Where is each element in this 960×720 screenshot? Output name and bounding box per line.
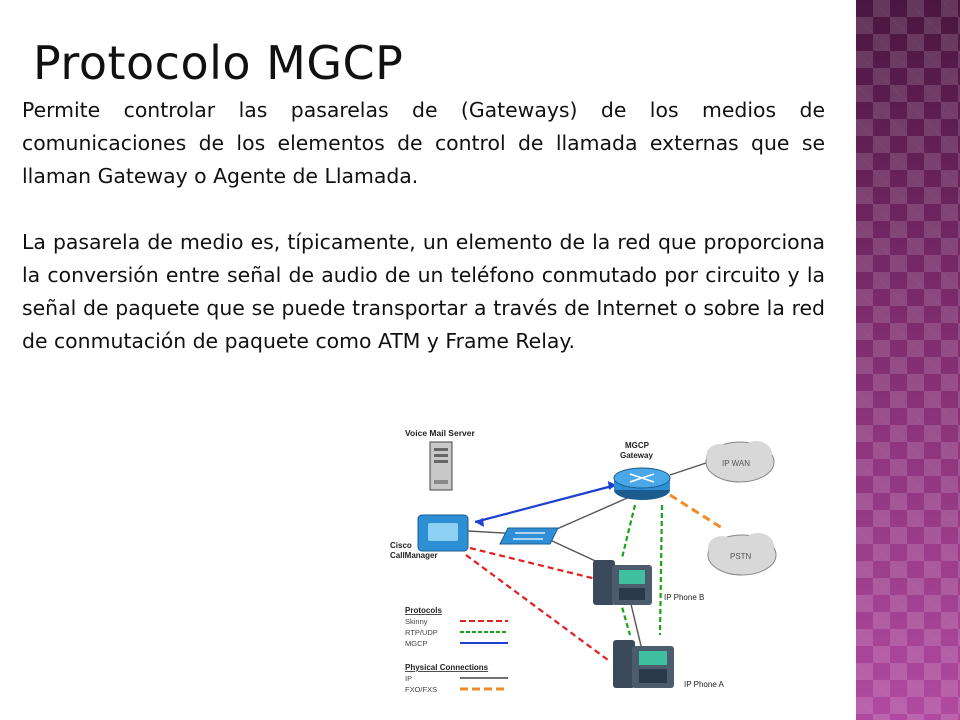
mgcp-arrow-gw: [608, 481, 616, 490]
legend-skinny-label: Skinny: [405, 617, 428, 626]
gateway-label-2: Gateway: [620, 451, 653, 460]
mgcp-gateway-icon: [613, 467, 671, 500]
ip-wan-cloud-icon: [705, 441, 775, 483]
paragraph-1: Permite controlar las pasarelas de (Gate…: [22, 98, 825, 188]
ip-wan-label: IP WAN: [722, 459, 750, 468]
mgcp-arrow-cm: [475, 518, 484, 527]
legend-protocols-title: Protocols: [405, 606, 442, 615]
mgcp-signal-line: [474, 483, 617, 524]
fxo-link: [669, 493, 723, 530]
ip-phone-b-icon: [593, 560, 652, 605]
legend-ip-label: IP: [405, 674, 412, 683]
switch-icon: [499, 527, 559, 545]
rtp-phone-b-phone-a: [618, 599, 632, 636]
rtp-gw-phone-b: [620, 504, 637, 559]
callmanager-icon: [417, 514, 469, 552]
voice-mail-server-label: Voice Mail Server: [405, 428, 475, 438]
pstn-cloud-icon: [707, 533, 777, 576]
callmanager-label-2: CallManager: [390, 551, 438, 560]
legend-physical-title: Physical Connections: [405, 663, 489, 672]
legend-mgcp-label: MGCP: [405, 639, 428, 648]
legend-fxo-label: FXO/FXS: [405, 685, 437, 694]
ip-phone-b-label: IP Phone B: [664, 593, 704, 602]
gateway-label-1: MGCP: [625, 441, 650, 450]
skinny-cm-phone-a: [465, 554, 609, 661]
rtp-gw-phone-a: [658, 504, 664, 636]
pstn-label: PSTN: [730, 552, 752, 561]
diagram-legend: Protocols Skinny RTP/UDP MGCP Physical C…: [405, 606, 508, 694]
legend-rtp-label: RTP/UDP: [405, 628, 438, 637]
link-phone-b-phone-a: [629, 599, 643, 651]
mgcp-network-diagram: Voice Mail Server Cisco CallManager MGCP…: [390, 428, 777, 694]
slide-title: Protocolo MGCP: [33, 36, 404, 90]
paragraph-2: La pasarela de medio es, típicamente, un…: [22, 230, 825, 353]
voice-mail-server-icon: [429, 441, 453, 491]
slide-body: Permite controlar las pasarelas de (Gate…: [22, 94, 825, 358]
ip-phone-a-icon: [613, 640, 674, 688]
skinny-cm-phone-b: [469, 546, 601, 582]
ip-phone-a-label: IP Phone A: [684, 680, 725, 689]
decorative-side-band: [856, 0, 960, 720]
callmanager-label-1: Cisco: [390, 541, 412, 550]
